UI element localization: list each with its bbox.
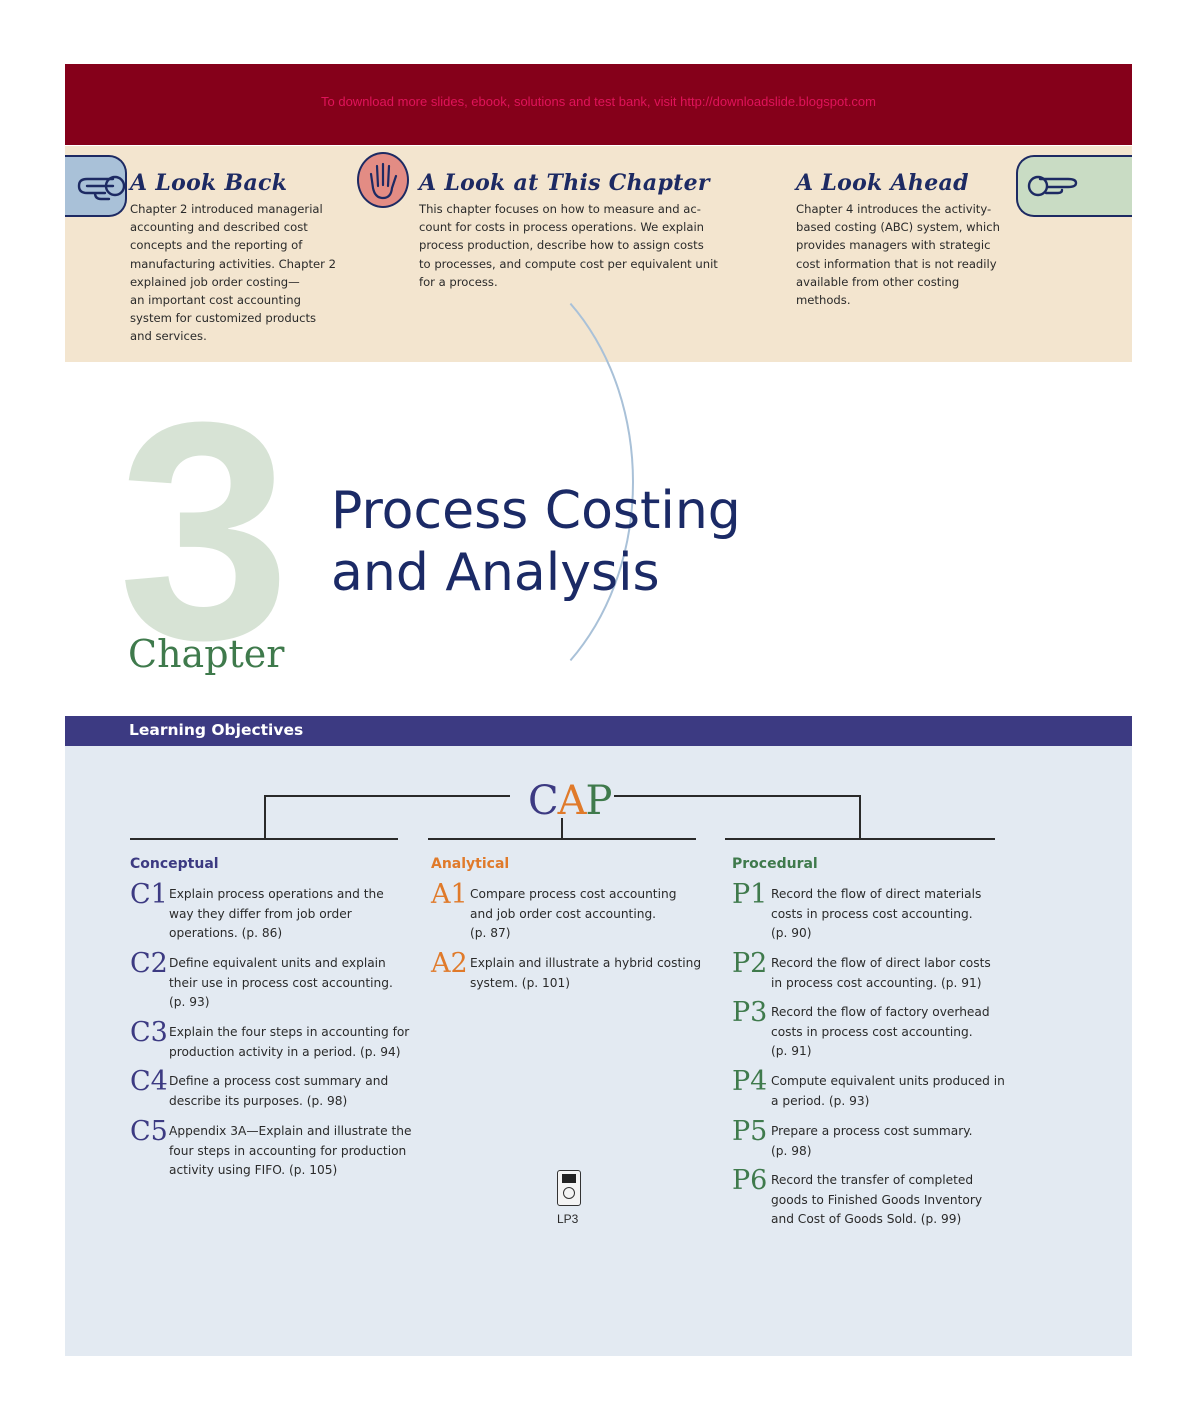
conceptual-label: Conceptual: [130, 856, 219, 872]
look-back-tab: [65, 155, 127, 217]
media-player-icon[interactable]: [557, 1170, 581, 1206]
chapter-title-line1: Process Costing: [331, 481, 741, 541]
media-player-wheel: [563, 1187, 575, 1199]
look-this-heading: A Look at This Chapter: [419, 170, 710, 196]
pointing-hand-left-icon: [77, 175, 126, 201]
top-banner: To download more slides, ebook, solution…: [65, 64, 1132, 145]
look-back-section: A Look Back Chapter 2 introduced manager…: [130, 170, 360, 346]
look-ahead-section: A Look Ahead Chapter 4 introduces the ac…: [796, 170, 1026, 309]
cap-drop-right: [859, 795, 861, 838]
conceptual-rule: [130, 838, 398, 840]
analytical-label: Analytical: [431, 856, 510, 872]
decorative-arc: [250, 240, 634, 724]
look-back-heading: A Look Back: [130, 170, 288, 196]
chapter-label: Chapter: [128, 632, 285, 676]
pointing-hand-right-icon: [1027, 175, 1078, 197]
download-link[interactable]: To download more slides, ebook, solution…: [321, 94, 876, 109]
raised-hand-icon: [357, 152, 409, 208]
chapter-number: 3: [118, 357, 291, 704]
cap-drop-left: [264, 795, 266, 838]
look-ahead-tab: [1016, 155, 1132, 217]
procedural-label: Procedural: [732, 856, 818, 872]
learning-objectives-panel: [65, 746, 1132, 1356]
learning-objectives-header: Learning Objectives: [65, 716, 1132, 746]
procedural-rule: [725, 838, 995, 840]
look-ahead-heading: A Look Ahead: [796, 170, 969, 196]
chapter-title-line2: and Analysis: [331, 543, 660, 603]
lp-label: LP3: [557, 1212, 579, 1226]
cap-line-left: [264, 795, 510, 797]
look-ahead-text: Chapter 4 introduces the activity-based …: [796, 202, 1000, 308]
chapter-title: Process Costing and Analysis: [331, 480, 741, 604]
look-band: A Look Back Chapter 2 introduced manager…: [65, 146, 1132, 362]
media-player-screen: [562, 1174, 576, 1183]
analytical-rule: [428, 838, 696, 840]
cap-drop-center: [561, 818, 563, 838]
learning-objectives-title: Learning Objectives: [129, 721, 304, 739]
cap-line-right: [614, 795, 860, 797]
cap-logo: CAP: [528, 778, 612, 824]
